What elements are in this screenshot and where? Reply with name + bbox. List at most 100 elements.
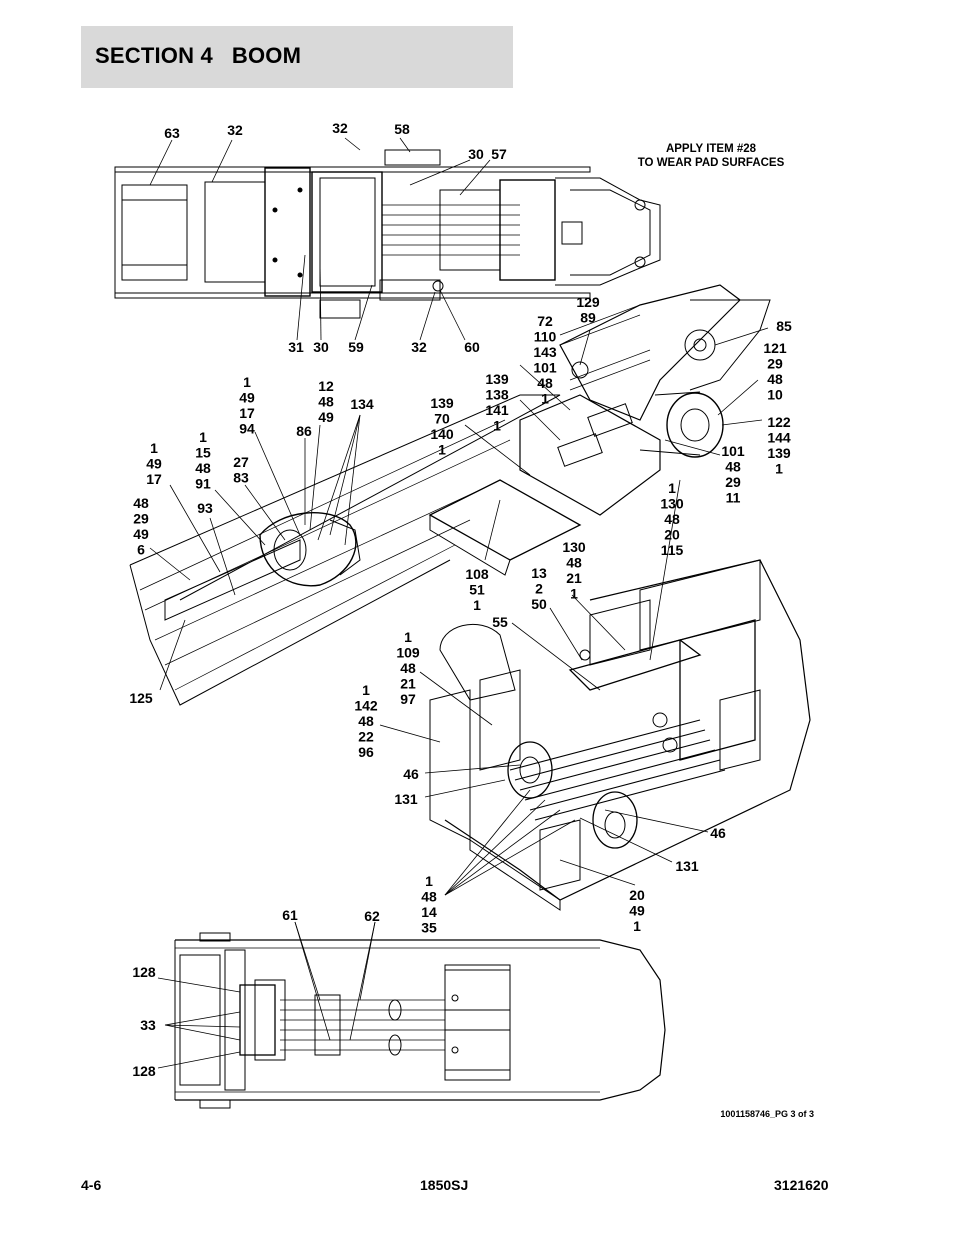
callout-c37: 46 — [403, 766, 419, 782]
section-header-band: SECTION 4 BOOM — [81, 26, 513, 88]
callout-number: 140 — [430, 426, 454, 442]
callout-number: 125 — [129, 690, 153, 706]
callout-number: 1 — [473, 597, 481, 613]
callout-number: 11 — [726, 490, 741, 506]
callout-number: 1 — [570, 586, 578, 602]
callout-number: 48 — [664, 511, 680, 527]
callout-number: 83 — [233, 470, 249, 486]
callout-number: 2 — [535, 581, 543, 597]
callout-number: 130 — [660, 496, 684, 512]
callout-number: 12 — [318, 378, 334, 394]
callout-number: 49 — [146, 456, 162, 472]
callout-number: 86 — [296, 423, 312, 439]
note-line-2: TO WEAR PAD SURFACES — [638, 157, 785, 169]
callout-number: 49 — [629, 903, 645, 919]
callout-c33: 55 — [492, 614, 508, 630]
callout-number: 134 — [350, 396, 374, 412]
callout-number: 109 — [396, 645, 420, 661]
callout-number: 32 — [332, 120, 348, 136]
callout-number: 48 — [566, 555, 582, 571]
callout-number: 48 — [318, 394, 334, 410]
model-name: 1850SJ — [420, 1177, 469, 1193]
callout-number: 91 — [195, 476, 211, 492]
callout-number: 49 — [133, 526, 149, 542]
callout-number: 94 — [239, 421, 255, 437]
callout-number: 1 — [199, 429, 207, 445]
callout-c21: 134 — [350, 396, 374, 412]
callout-number: 129 — [576, 294, 600, 310]
callout-number: 51 — [469, 582, 485, 598]
callout-number: 1 — [150, 440, 158, 456]
callout-number: 70 — [434, 411, 450, 427]
callout-number: 29 — [725, 474, 741, 490]
callout-number: 29 — [767, 356, 783, 372]
callout-number: 22 — [358, 729, 374, 745]
callout-number: 139 — [767, 445, 791, 461]
callout-number: 48 — [195, 460, 211, 476]
callout-number: 128 — [132, 1063, 156, 1079]
callout-number: 89 — [580, 310, 596, 326]
callout-number: 21 — [566, 570, 582, 586]
callout-number: 30 — [313, 339, 329, 355]
callout-number: 48 — [421, 889, 437, 905]
callout-number: 61 — [282, 907, 298, 923]
callout-number: 128 — [132, 964, 156, 980]
callout-number: 1 — [775, 461, 783, 477]
lower-isometric-assembly — [429, 559, 811, 911]
callout-number: 27 — [233, 454, 249, 470]
callout-number: 33 — [140, 1017, 156, 1033]
callout-number: 139 — [485, 371, 509, 387]
callout-number: 6 — [137, 542, 145, 558]
callout-number: 1 — [404, 629, 412, 645]
callout-number: 143 — [533, 344, 557, 360]
callout-number: 48 — [537, 375, 553, 391]
callout-number: 115 — [661, 542, 684, 558]
callout-c22: 86 — [296, 423, 312, 439]
callout-number: 57 — [491, 146, 507, 162]
callout-number: 46 — [710, 825, 726, 841]
callout-number: 131 — [394, 791, 418, 807]
callout-number: 110 — [534, 329, 557, 345]
callout-number: 48 — [358, 713, 374, 729]
callout-number: 96 — [358, 744, 374, 760]
callout-number: 122 — [767, 414, 791, 430]
callout-number: 142 — [354, 698, 378, 714]
callout-number: 17 — [239, 405, 255, 421]
callout-number: 48 — [725, 459, 741, 475]
callout-number: 121 — [763, 340, 787, 356]
callout-number: 72 — [537, 313, 553, 329]
callout-c40: 131 — [675, 858, 699, 874]
section-title: SECTION 4 BOOM — [95, 43, 302, 68]
callout-c09: 59 — [348, 339, 364, 355]
callout-number: 30 — [468, 146, 484, 162]
callout-number: 48 — [767, 371, 783, 387]
callout-number: 1 — [493, 418, 501, 434]
callout-number: 58 — [394, 121, 410, 137]
callout-number: 131 — [675, 858, 699, 874]
callout-number: 35 — [421, 920, 437, 936]
callout-c44: 62 — [364, 908, 380, 924]
callout-number: 93 — [197, 500, 213, 516]
callout-c08: 30 — [313, 339, 329, 355]
callout-number: 48 — [400, 660, 416, 676]
callout-number: 55 — [492, 614, 508, 630]
note-line-1: APPLY ITEM #28 — [666, 143, 757, 155]
callout-number: 139 — [430, 395, 454, 411]
callout-number: 32 — [227, 122, 243, 138]
manual-number: 3121620 — [774, 1177, 829, 1193]
callout-number: 15 — [195, 445, 211, 461]
callout-c05: 30 — [468, 146, 484, 162]
